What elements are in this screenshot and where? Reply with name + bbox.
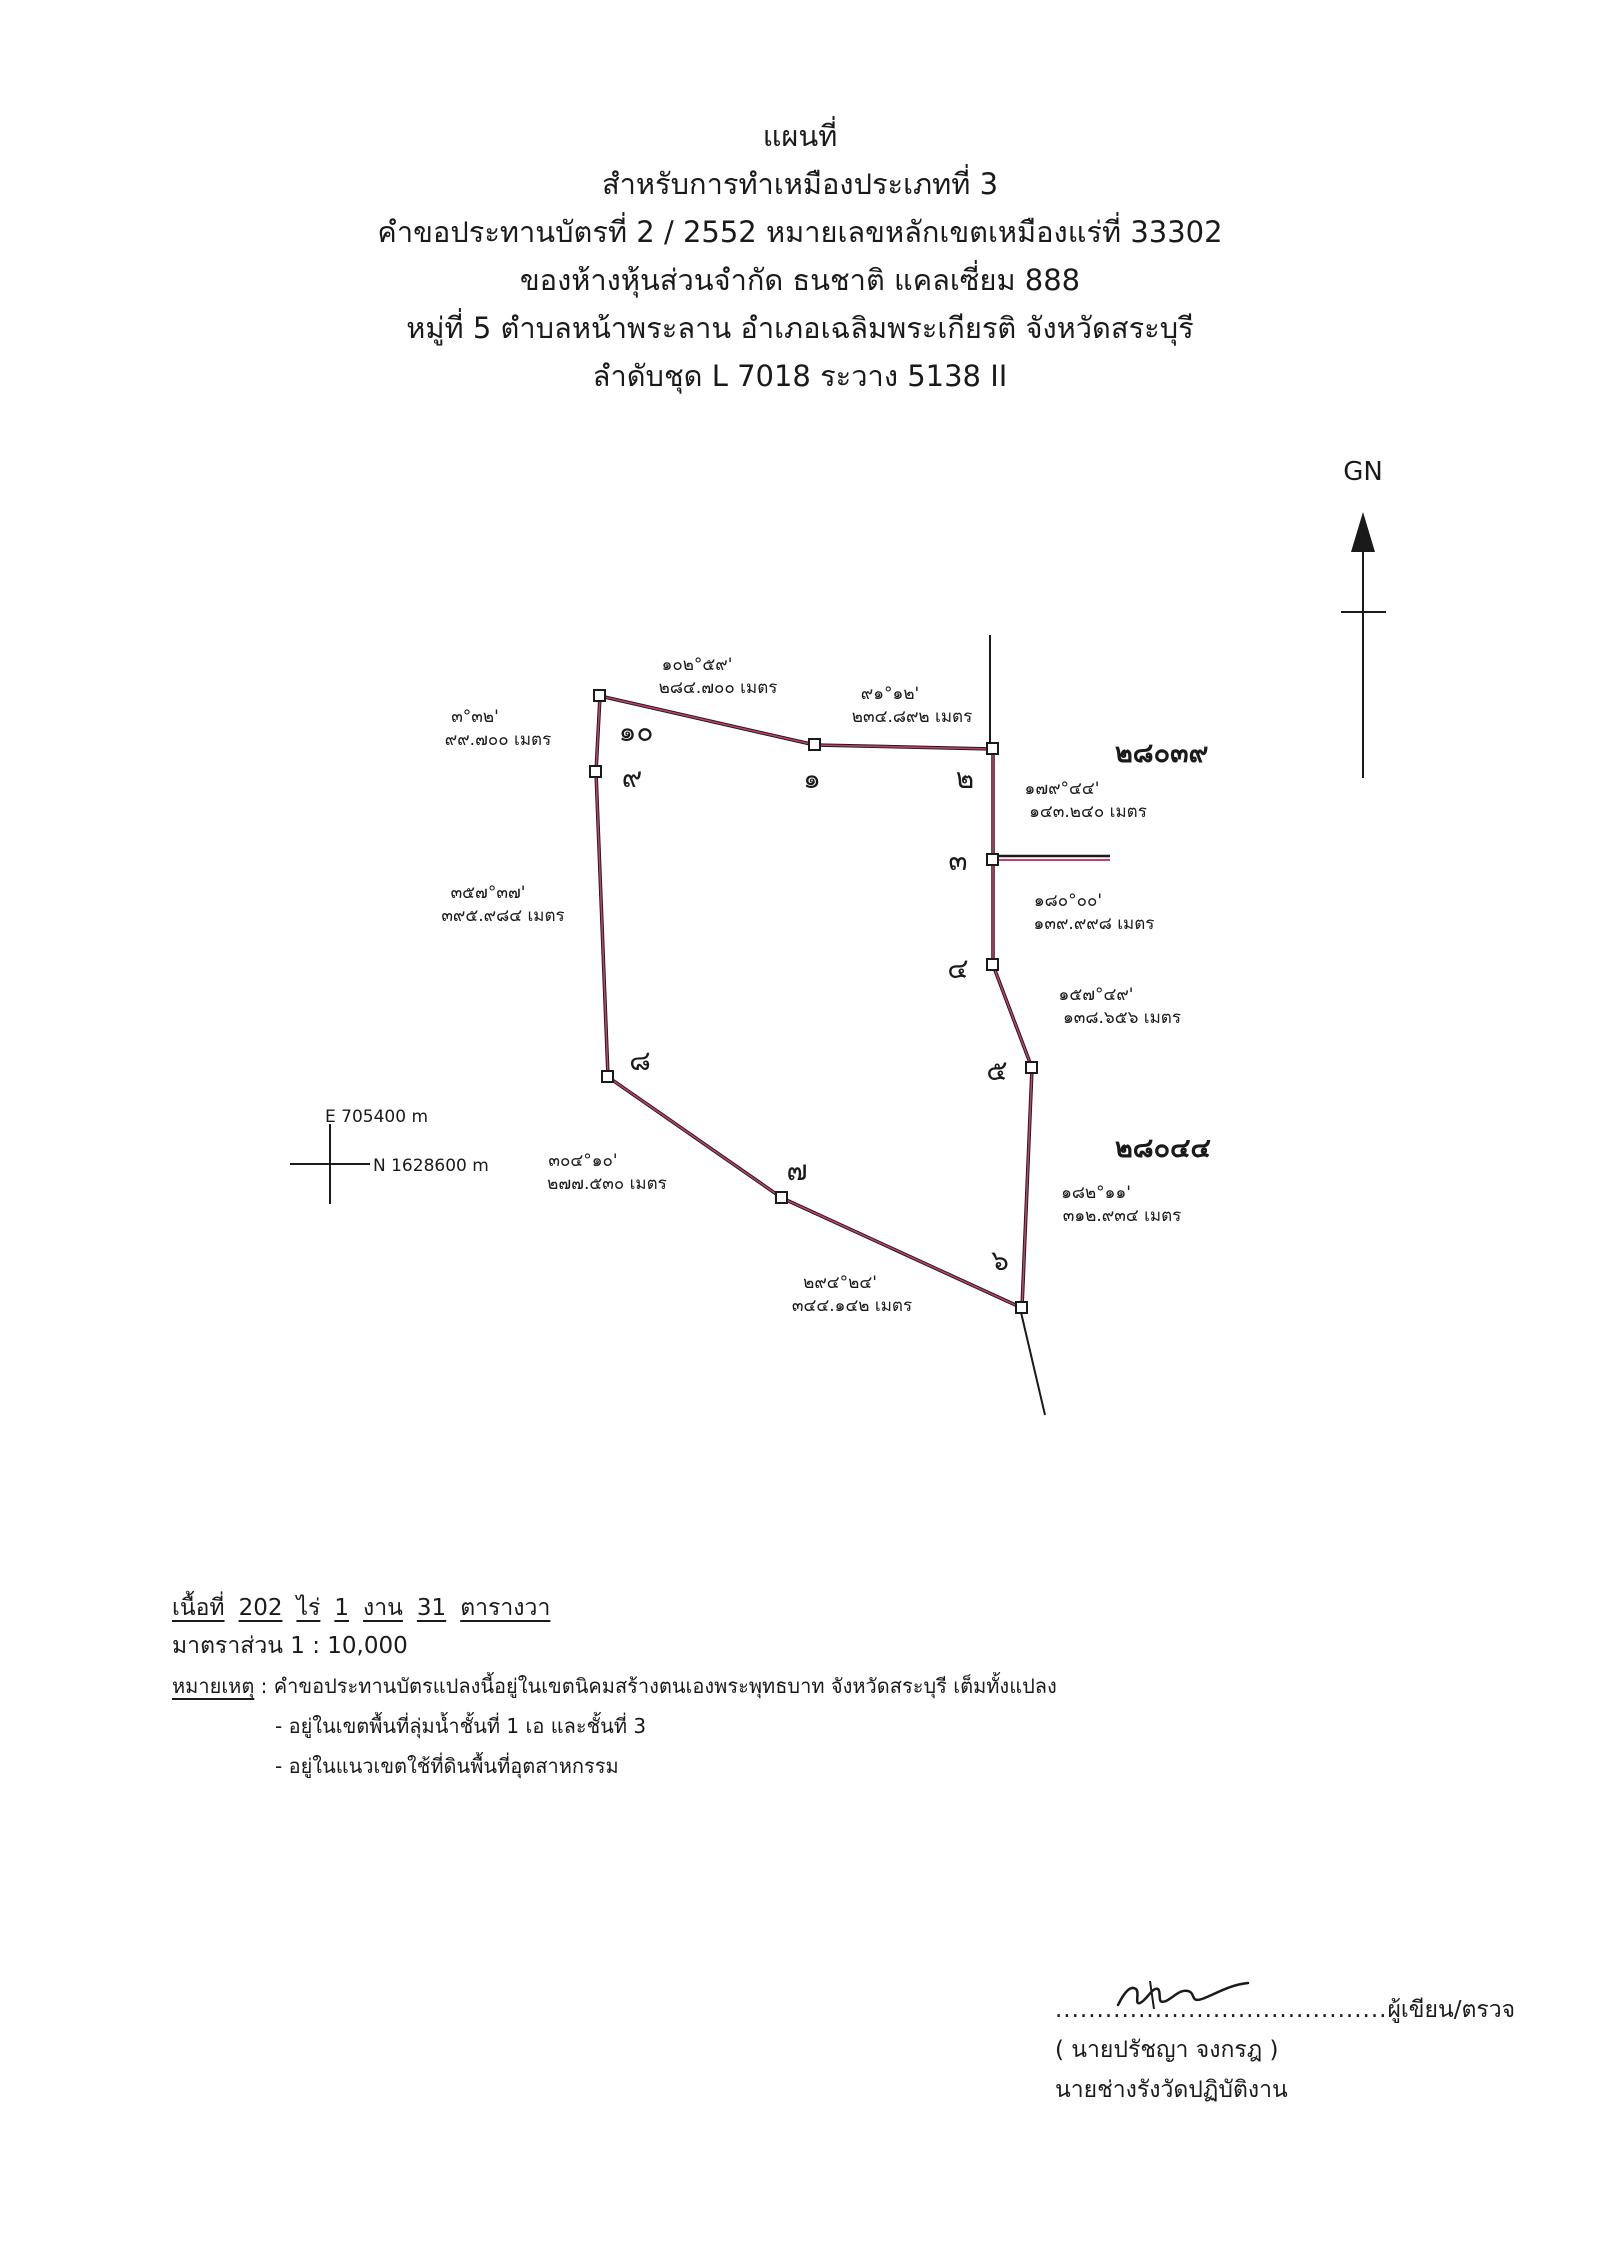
leg-3-4-bearing: ๑๘๐°๐๐' [1034, 891, 1102, 911]
map-header: แผนที่ สำหรับการทำเหมืองประเภทที่ 3 คำขอ… [0, 112, 1600, 400]
leg-6-7-distance: ๓๔๔.๑๔๒ เมตร [792, 1296, 912, 1316]
signature-line: ........................................… [1055, 1990, 1515, 2030]
remark-row-1: หมายเหตุ : คำขอประทานบัตรแปลงนี้อยู่ในเข… [172, 1666, 1472, 1706]
leg-annotations: ๑๐๒°๕๙' ๒๘๔.๗๐๐ เมตร ๙๑°๑๒' ๒๓๔.๘๙๒ เมตร… [441, 655, 1181, 1316]
point-label-3: ๓ [948, 844, 967, 877]
point-label-6: ๖ [991, 1244, 1009, 1277]
marker-4 [986, 958, 999, 971]
north-arrow-label: GN [1343, 457, 1383, 487]
leg-9-10-bearing: ๓°๓๒' [451, 707, 499, 727]
leg-7-8-distance: ๒๗๗.๕๓๐ เมตร [547, 1174, 667, 1194]
leg-4-5-bearing: ๑๕๗°๔๙' [1059, 985, 1134, 1005]
title-line-1: แผนที่ [762, 119, 838, 153]
point-label-2: ๒ [956, 762, 974, 795]
title-line-5: หมู่ที่ 5 ตำบลหน้าพระลาน อำเภอเฉลิมพระเก… [406, 311, 1194, 345]
leg-8-9-distance: ๓๙๕.๙๘๔ เมตร [441, 906, 564, 926]
point-label-10: ๑๐ [619, 715, 654, 748]
parcel-north-label: ๒๘๐๓๙ [1115, 738, 1208, 769]
notes-block: เนื้อที่ 202 ไร่ 1 งาน 31 ตารางวา มาตราส่วน 1 … [172, 1590, 1472, 1786]
parcel-numbers: ๒๘๐๓๙ ๒๘๐๔๔ [1115, 738, 1211, 1164]
marker-10 [593, 689, 606, 702]
point-label-8: ๘ [629, 1044, 651, 1077]
title-line-2: สำหรับการทำเหมืองประเภทที่ 3 [601, 167, 999, 201]
adjacent-boundaries [989, 635, 1110, 1416]
point-label-4: ๔ [947, 952, 968, 985]
leg-4-5-distance: ๑๓๘.๖๕๖ เมตร [1063, 1008, 1181, 1028]
area-line: เนื้อที่ 202 ไร่ 1 งาน 31 ตารางวา [172, 1590, 564, 1626]
marker-8 [601, 1070, 614, 1083]
marker-7 [775, 1191, 788, 1204]
point-numbers: ๑ ๒ ๓ ๔ ๕ ๖ ๗ ๘ ๙ ๑๐ [619, 715, 1009, 1277]
marker-9 [589, 765, 602, 778]
parcel-south-label: ๒๘๐๔๔ [1115, 1133, 1211, 1164]
leg-10-1-bearing: ๑๐๒°๕๙' [662, 655, 733, 675]
area-ngan-unit: งาน [363, 1595, 403, 1621]
area-wa-unit: ตารางวา [460, 1595, 551, 1621]
scale-line: มาตราส่วน 1 : 10,000 [172, 1633, 408, 1659]
northing-label: N 1628600 m [373, 1156, 489, 1176]
remarks-colon: : [254, 1674, 274, 1698]
marker-5 [1025, 1061, 1038, 1074]
survey-point-markers [589, 689, 1038, 1314]
area-rai: 202 [238, 1595, 283, 1621]
leg-1-2-bearing: ๙๑°๑๒' [861, 684, 919, 704]
leg-6-7-bearing: ๒๙๔°๒๔' [803, 1273, 877, 1293]
title-line-6: ลำดับชุด L 7018 ระวาง 5138 II [592, 359, 1008, 393]
point-label-1: ๑ [803, 762, 821, 795]
point-label-9: ๙ [622, 761, 643, 794]
remark-row-2: - อยู่ในเขตพื้นที่ลุ่มน้ำชั้นที่ 1 เอ แล… [275, 1714, 647, 1738]
leg-5-6-bearing: ๑๘๒°๑๑' [1061, 1183, 1131, 1203]
title-line-3: คำขอประทานบัตรที่ 2 / 2552 หมายเลขหลักเข… [377, 215, 1223, 249]
signature-dots: ........................................ [1055, 1997, 1388, 2023]
leg-2-3-bearing: ๑๗๙°๔๔' [1025, 779, 1100, 799]
signature-role: ผู้เขียน/ตรวจ [1387, 1997, 1516, 2023]
leg-10-1-distance: ๒๘๔.๗๐๐ เมตร [659, 678, 778, 698]
area-wa: 31 [416, 1595, 447, 1621]
signer-position: นายช่างรังวัดปฏิบัติงาน [1055, 2077, 1288, 2103]
remark-row-3: - อยู่ในแนวเขตใช้ที่ดินพื้นที่อุตสาหกรรม [275, 1754, 619, 1778]
area-label: เนื้อที่ [172, 1595, 225, 1621]
coordinate-reference: E 705400 m N 1628600 m [290, 1107, 489, 1204]
leg-7-8-bearing: ๓๐๔°๑๐' [548, 1151, 617, 1171]
leg-3-4-distance: ๑๓๙.๙๙๘ เมตร [1034, 914, 1155, 934]
title-line-4: ของห้างหุ้นส่วนจำกัด ธนชาติ แคลเซี่ยม 88… [519, 263, 1081, 297]
leg-2-3-distance: ๑๔๓.๒๔๐ เมตร [1029, 802, 1147, 822]
marker-1 [808, 738, 821, 751]
leg-1-2-distance: ๒๓๔.๘๙๒ เมตร [852, 707, 972, 727]
easting-label: E 705400 m [325, 1107, 428, 1127]
marker-6 [1015, 1301, 1028, 1314]
area-rai-unit: ไร่ [296, 1595, 321, 1621]
point-label-7: ๗ [786, 1154, 807, 1187]
leg-8-9-bearing: ๓๕๗°๓๗' [451, 883, 526, 903]
marker-2 [986, 742, 999, 755]
remark-item-1: คำขอประทานบัตรแปลงนี้อยู่ในเขตนิคมสร้างต… [273, 1674, 1057, 1698]
marker-3 [986, 853, 999, 866]
leg-9-10-distance: ๙๙.๗๐๐ เมตร [445, 730, 551, 750]
point-label-5: ๕ [986, 1054, 1007, 1087]
remarks-label: หมายเหตุ [172, 1674, 255, 1698]
area-ngan: 1 [334, 1595, 350, 1621]
signer-name: ( นายปรัชญา จงกรฎ ) [1055, 2037, 1279, 2063]
north-arrow-icon: GN [1341, 457, 1386, 778]
handwritten-signature-icon [1116, 1980, 1250, 2010]
signature-block: ........................................… [1055, 1990, 1515, 2110]
leg-5-6-distance: ๓๑๒.๙๓๔ เมตร [1063, 1206, 1182, 1226]
